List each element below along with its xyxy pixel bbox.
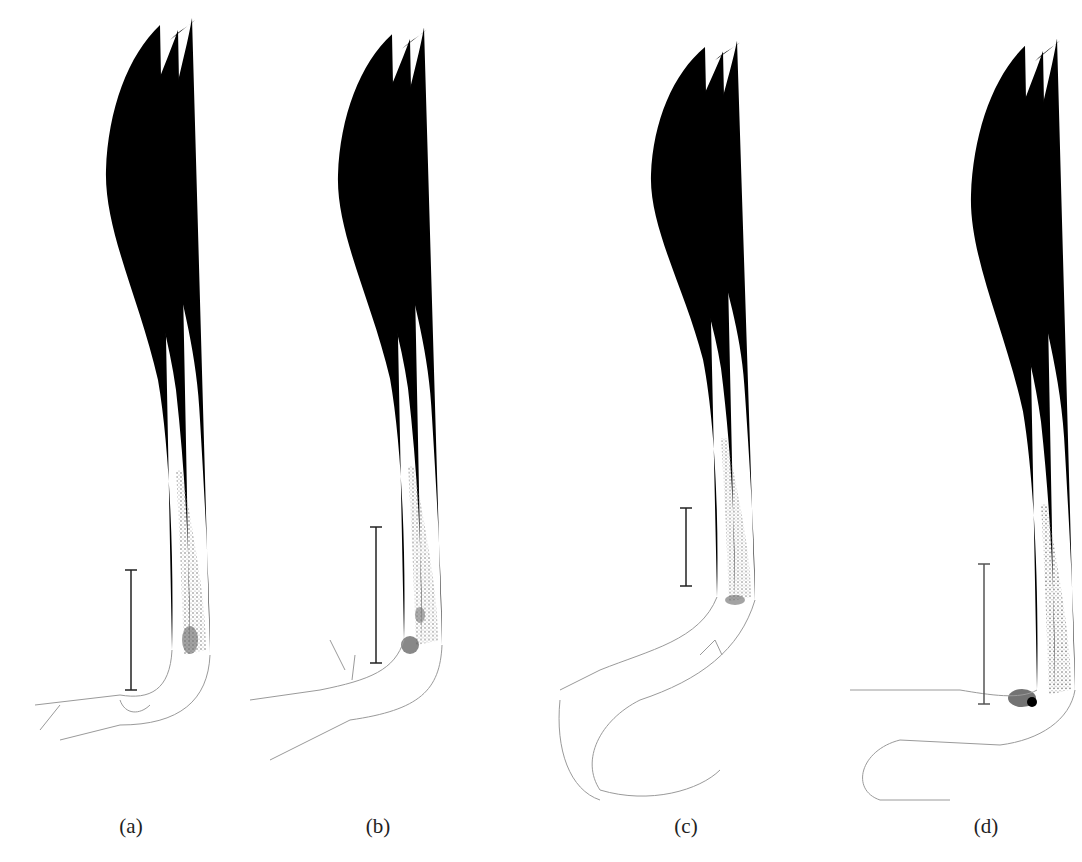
specimen-a xyxy=(35,18,210,740)
specimen-b xyxy=(250,27,442,760)
scale-bar xyxy=(125,570,137,690)
panel-label: (d) xyxy=(974,814,999,839)
specimen-d xyxy=(850,39,1075,800)
panel-label: (b) xyxy=(366,814,391,839)
panel-label: (c) xyxy=(674,814,697,839)
specimen-c xyxy=(559,41,755,800)
scale-bar xyxy=(978,564,990,704)
panel-label: (a) xyxy=(119,814,142,839)
scale-bar xyxy=(370,527,382,663)
scale-bar xyxy=(680,508,692,586)
